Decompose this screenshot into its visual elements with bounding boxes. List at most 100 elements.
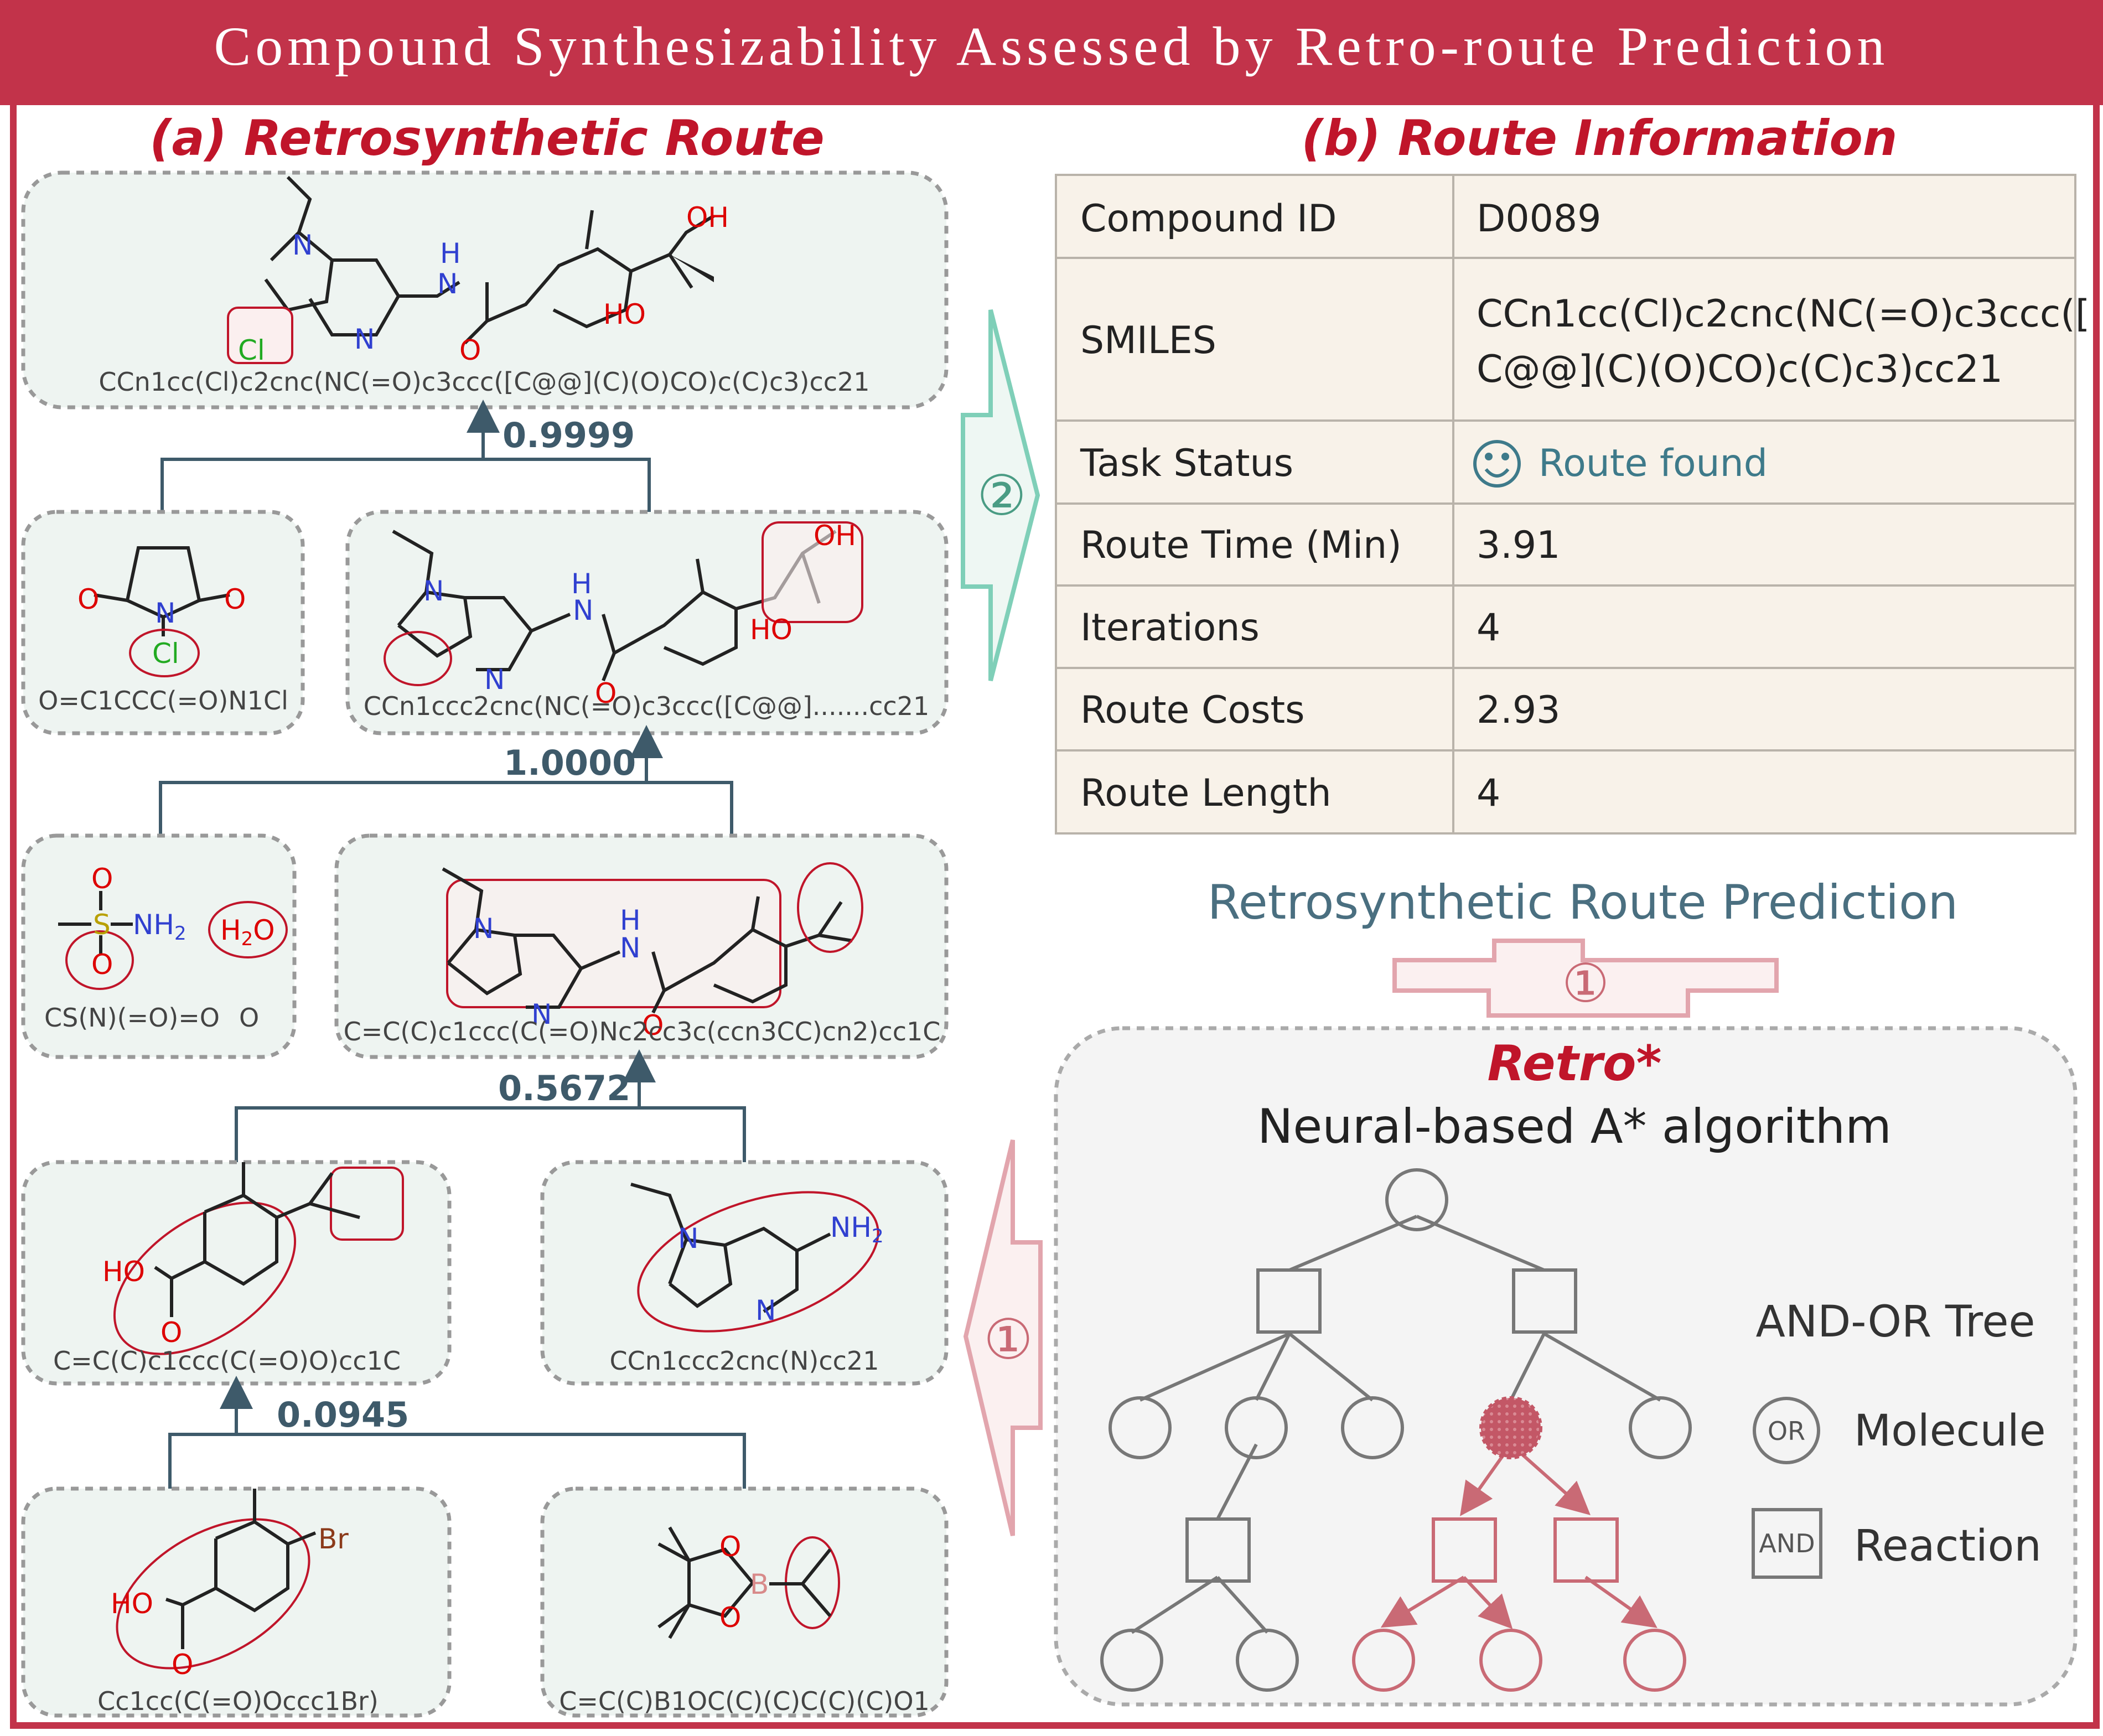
or-symbol: OR (1768, 1416, 1805, 1446)
score-3: 0.5672 (498, 1068, 630, 1108)
row-value-iterations: 4 (1477, 606, 1500, 650)
row-label-task-status: Task Status (1080, 442, 1293, 485)
or-node (1109, 1396, 1172, 1459)
atom-o: O (172, 1649, 193, 1681)
smiles-bromo-acid: Cc1cc(C(=O)Occc1Br) (97, 1686, 379, 1716)
row-label-iterations: Iterations (1080, 606, 1260, 650)
retro-star-panel: Retro* Neural-based A* algorithm (1054, 1026, 2078, 1707)
smiles-acid: C=C(C)c1ccc(C(=O)O)cc1C (53, 1346, 401, 1376)
atom-o: O (719, 1531, 741, 1563)
atom-oh: OH (814, 520, 856, 552)
step-1-top-label: ① (1562, 952, 1609, 1014)
row-value-smiles-line-1: CCn1cc(Cl)c2cnc(NC(=O)c3ccc([ (1477, 292, 2090, 336)
atom-o: O (224, 583, 246, 615)
atom-h2o: H2O (220, 914, 275, 950)
atom-ho: HO (102, 1256, 145, 1288)
atom-o: O (77, 583, 99, 615)
atom-n: N (437, 268, 458, 300)
atom-o: O (459, 334, 481, 366)
molecule-box-target: N N N H O OH HO Cl CCn1cc(Cl)c2cnc(NC(=O… (21, 170, 949, 410)
atom-cl: Cl (152, 638, 179, 670)
row-value-route-time: 3.91 (1477, 524, 1560, 567)
molecule-box-ncs: O O N Cl O=C1CCC(=O)N1Cl (21, 510, 305, 735)
molecule-box-intermediate-2: N N N H O C=C(C)c1ccc(C(=O)Nc2cc3c(ccn3C… (334, 833, 949, 1059)
atom-n: N (484, 664, 505, 696)
atom-n: N (292, 229, 313, 261)
smiles-boronate: C=C(C)B1OC(C)(C)C(C)(C)O1 (559, 1686, 930, 1716)
retro-star-subtitle: Neural-based A* algorithm (1257, 1099, 1892, 1154)
row-value-task-status: Route found (1539, 442, 1768, 485)
smiley-icon (1473, 440, 1521, 488)
atom-n: N (678, 1222, 698, 1255)
atom-s: S (93, 909, 111, 941)
atom-n: N (155, 597, 175, 629)
and-or-tree (1100, 1168, 1692, 1692)
atom-ho: HO (111, 1588, 153, 1620)
row-value-smiles-line-2: C@@](C)(O)CO)c(C)c3)cc21 (1477, 348, 2003, 391)
step-1-top-arrow: ① (1392, 939, 1779, 1018)
atom-h: H (440, 237, 461, 270)
tree-label: AND-OR Tree (1756, 1297, 2035, 1347)
atom-o: O (719, 1602, 741, 1634)
reaction-connector-3: 0.5672 (235, 1049, 746, 1162)
row-value-route-costs: 2.93 (1477, 688, 1560, 732)
score-4: 0.0945 (277, 1395, 409, 1435)
section-a-title: (a) Retrosynthetic Route (149, 110, 825, 167)
or-node (1236, 1629, 1299, 1692)
atom-n: N (423, 575, 444, 607)
retro-star-name: Retro* (1487, 1035, 1661, 1092)
atom-b: B (750, 1568, 769, 1600)
section-b-title: (b) Route Information (1302, 110, 1898, 167)
atom-nh2: NH2 (830, 1211, 884, 1247)
smiles-target: CCn1cc(Cl)c2cnc(NC(=O)c3ccc([C@@](C)(O)C… (99, 367, 869, 397)
expanded-or-node (1352, 1629, 1415, 1692)
smiles-intermediate-2: C=C(C)c1ccc(C(=O)Nc2cc3c(ccn3CC)cn2)cc1C (344, 1017, 941, 1046)
row-label-route-time: Route Time (Min) (1080, 524, 1402, 567)
atom-n: N (620, 932, 640, 964)
molecule-box-amine: N N NH2 CCn1ccc2cnc(N)cc21 (540, 1160, 949, 1386)
or-node (1629, 1396, 1692, 1459)
atom-n: N (755, 1294, 776, 1326)
step-1-side-label: ① (983, 1307, 1033, 1372)
row-label-route-costs: Route Costs (1080, 688, 1305, 732)
and-node (1512, 1268, 1577, 1334)
smiles-amine: CCn1ccc2cnc(N)cc21 (610, 1346, 879, 1376)
expanded-or-node (1623, 1629, 1686, 1692)
score-1: 0.9999 (503, 415, 635, 455)
row-label-route-length: Route Length (1080, 771, 1332, 815)
row-label-smiles: SMILES (1080, 319, 1216, 362)
route-info-table: Compound ID D0089 SMILES CCn1cc(Cl)c2cnc… (1055, 174, 2090, 835)
prediction-label: Retrosynthetic Route Prediction (1208, 875, 1958, 930)
expanded-or-node (1479, 1629, 1542, 1692)
reaction-connector-4: 0.0945 (168, 1376, 746, 1489)
molecule-box-acid: HO O C=C(C)c1ccc(C(=O)O)cc1C (21, 1160, 452, 1386)
smiles-sulfonamide: CS(N)(=O)=O (44, 1003, 220, 1033)
legend-and: AND Reaction (1752, 1508, 2042, 1579)
step-2-arrow: ② (961, 309, 1040, 681)
smiles-intermediate-1: CCn1ccc2cnc(NC(=O)c3ccc([C@@].......cc21 (364, 691, 930, 721)
atom-n: N (473, 913, 494, 945)
atom-ho: HO (750, 614, 792, 646)
atom-oh: OH (686, 201, 729, 234)
atom-o: O (642, 1009, 664, 1041)
atom-br: Br (318, 1523, 349, 1555)
reaction-connector-1: 0.9999 (160, 400, 651, 512)
and-node (1256, 1268, 1322, 1334)
expanded-and-node (1432, 1517, 1497, 1583)
atom-ho: HO (603, 298, 646, 330)
atom-o: O (160, 1317, 182, 1349)
smiles-ncs: O=C1CCC(=O)N1Cl (38, 686, 288, 716)
score-2: 1.0000 (504, 743, 636, 783)
atom-o: O (595, 677, 617, 709)
legend-or: OR Molecule (1753, 1397, 2046, 1464)
or-node (1341, 1396, 1404, 1459)
selected-or-node (1479, 1396, 1542, 1459)
atom-cl: Cl (238, 334, 265, 366)
or-node (1100, 1629, 1163, 1692)
step-1-side-arrow: ① (963, 1139, 1043, 1536)
molecule-box-bromo-acid: Br HO O Cc1cc(C(=O)Occc1Br) (21, 1486, 452, 1718)
and-symbol: AND (1759, 1528, 1815, 1558)
row-value-route-length: 4 (1477, 771, 1500, 815)
